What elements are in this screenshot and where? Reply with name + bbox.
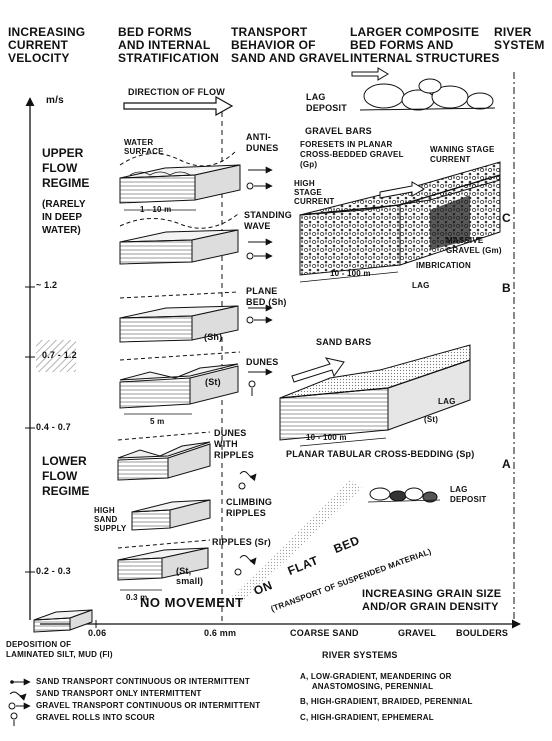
standing-wave-block [119, 213, 239, 265]
sh-label: (Sh) [204, 332, 223, 342]
scale-0-3-m: 0.3 m [126, 593, 148, 602]
dunes-block [119, 351, 241, 415]
river-c-label: C [502, 211, 512, 225]
upper-regime-note: (RARELY IN DEEP WATER) [42, 199, 86, 236]
sand-bars-label: SAND BARS [316, 337, 372, 347]
lag-label: LAG [412, 281, 430, 290]
river-system-b: B, HIGH-GRADIENT, BRAIDED, PERENNIAL [300, 697, 473, 706]
x-coarse-sand: COARSE SAND [290, 628, 359, 638]
header-river: RIVER SYSTEM [494, 25, 545, 52]
st-label: (St) [205, 377, 221, 387]
river-b-label: B [502, 281, 512, 295]
high-sand-supply: HIGH SAND SUPPLY [94, 506, 127, 533]
foresets-label: FORESETS IN PLANAR CROSS-BEDDED GRAVEL (… [300, 140, 404, 169]
imbrication-label: IMBRICATION [416, 261, 471, 270]
scale-10-100-a: 10 - 100 m [330, 269, 371, 278]
river-system-a: A, LOW-GRADIENT, MEANDERING OR ANASTOMOS… [300, 672, 452, 691]
ripples-label: RIPPLES (Sr) [212, 537, 271, 547]
flow-direction-arrow [123, 95, 234, 117]
dunes-label: DUNES [246, 357, 279, 367]
direction-of-flow: DIRECTION OF FLOW [128, 87, 225, 97]
legend-item-1: SAND TRANSPORT CONTINUOUS OR INTERMITTEN… [36, 677, 250, 686]
x-boulders: BOULDERS [456, 628, 509, 638]
gravel-bars-label: GRAVEL BARS [305, 126, 372, 136]
transition-hatch [36, 340, 76, 372]
lag-deposit-bottom-label: LAG DEPOSIT [450, 485, 487, 504]
plane-bed-block [119, 291, 239, 343]
st-small-label: (St, small) [176, 566, 204, 586]
scale-5-m: 5 m [150, 417, 165, 426]
sand-bar-block [279, 344, 471, 447]
legend-symbols [8, 678, 31, 726]
upper-flow-regime: UPPER FLOW REGIME [42, 146, 90, 190]
velocity-02-03: 0.2 - 0.3 [36, 566, 71, 576]
header-transport: TRANSPORT BEHAVIOR OF SAND AND GRAVEL [231, 25, 350, 65]
antidunes-block [119, 151, 241, 211]
grain-size-label: INCREASING GRAIN SIZE AND/OR GRAIN DENSI… [362, 588, 502, 613]
river-a-label: A [502, 457, 512, 471]
climbing-ripples-label: CLIMBING RIPPLES [226, 497, 273, 518]
river-system-c: C, HIGH-GRADIENT, EPHEMERAL [300, 713, 434, 722]
st2-label: (St) [424, 415, 439, 424]
scale-10-100-b: 10 - 100 m [306, 433, 347, 442]
legend-item-2: SAND TRANSPORT ONLY INTERMITTENT [36, 689, 202, 698]
x-gravel: GRAVEL [398, 628, 437, 638]
lag-deposit-top-label: LAG DEPOSIT [306, 92, 347, 113]
velocity-axis [25, 97, 35, 620]
x-0-6-mm: 0.6 mm [204, 628, 237, 638]
lag2-label: LAG [438, 397, 456, 406]
waning-stage-label: WANING STAGE CURRENT [430, 145, 495, 164]
ripples-block [117, 539, 211, 591]
deposition-label: DEPOSITION OF LAMINATED SILT, MUD (Fl) [6, 640, 113, 659]
planar-tabular-label: PLANAR TABULAR CROSS-BEDDING (Sp) [286, 449, 475, 459]
velocity-07-12: 0.7 - 1.2 [42, 350, 77, 360]
transport-symbols [234, 166, 273, 576]
climbing-ripples-block [131, 499, 211, 531]
legend-item-3: GRAVEL TRANSPORT CONTINUOUS OR INTERMITT… [36, 701, 261, 710]
velocity-04-07: 0.4 - 0.7 [36, 422, 71, 432]
legend-item-4: GRAVEL ROLLS INTO SCOUR [36, 713, 155, 722]
high-stage-label: HIGH STAGE CURRENT [294, 179, 335, 206]
lag-deposit-top [351, 67, 496, 111]
transition-wedge [228, 480, 362, 604]
dunes-ripples-label: DUNES WITH RIPPLES [214, 428, 254, 460]
scale-1-10-m: 1 - 10 m [140, 205, 172, 214]
dunes-ripples-block [117, 431, 211, 481]
header-bedforms: BED FORMS AND INTERNAL STRATIFICATION [118, 25, 220, 65]
plane-bed-label: PLANE BED (Sh) [246, 286, 287, 307]
lower-flow-regime: LOWER FLOW REGIME [42, 454, 90, 498]
gravel-bar-block [299, 161, 501, 283]
water-surface-label: WATER SURFACE [124, 138, 164, 156]
header-composite: LARGER COMPOSITE BED FORMS AND INTERNAL … [350, 25, 500, 65]
river-systems-title: RIVER SYSTEMS [322, 650, 398, 660]
velocity-1-2: ~ 1.2 [36, 280, 58, 290]
x-0-06: 0.06 [88, 628, 107, 638]
lag-deposit-bottom [367, 487, 441, 503]
standing-wave-label: STANDING WAVE [244, 210, 292, 231]
header-velocity: INCREASING CURRENT VELOCITY [8, 25, 86, 65]
no-movement-label: NO MOVEMENT [140, 595, 244, 610]
axis-unit: m/s [46, 95, 64, 106]
silt-slab [33, 609, 93, 633]
massive-gravel-label: MASSIVE GRAVEL (Gm) [446, 236, 502, 255]
antidunes-label: ANTI- DUNES [246, 132, 279, 153]
